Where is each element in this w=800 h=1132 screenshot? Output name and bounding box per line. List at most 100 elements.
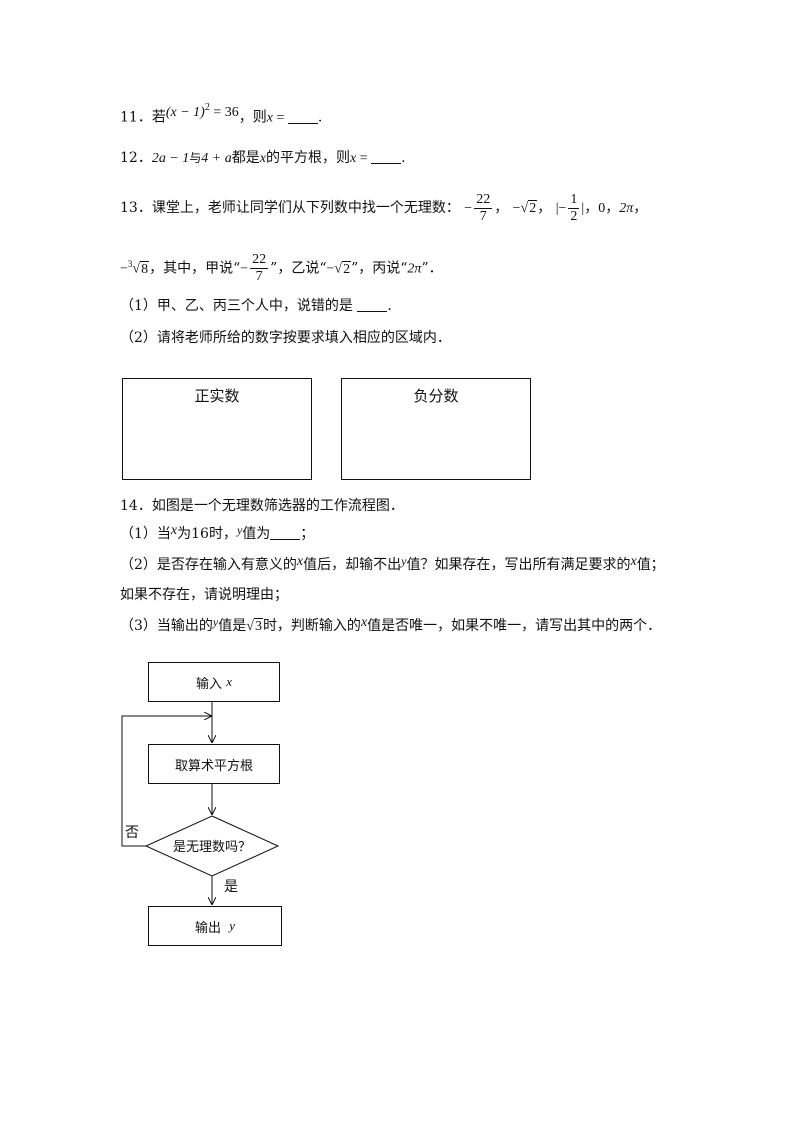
sqrt-3: √3: [246, 618, 263, 634]
text: ；: [300, 526, 315, 542]
text: （2）请将老师所给的数字按要求填入相应的区域内．: [120, 330, 451, 346]
question-14-sub-3: （3）当输出的y值是√3时，判断输入的x值是否唯一，如果不唯一，请写出其中的两个…: [120, 615, 661, 637]
question-14-sub-2: （2）是否存在输入有意义的x值后，却输不出y值？如果存在，写出所有满足要求的x值…: [120, 554, 665, 576]
fraction-denominator: 7: [255, 269, 263, 285]
math-var: x: [296, 554, 304, 569]
fraction-numerator: 22: [474, 191, 493, 209]
root-index: 3: [127, 259, 133, 269]
abs-open: |: [555, 201, 559, 216]
text: 值后，却输不出: [303, 557, 402, 573]
math-eq: =: [356, 151, 372, 166]
text: 时，判断输入的: [262, 618, 361, 634]
radicand: 3: [253, 618, 263, 634]
decision-label: 是无理数吗？: [172, 840, 251, 855]
step-label: 取算术平方根: [174, 758, 253, 774]
text: .: [401, 150, 406, 166]
question-number: 12．: [120, 150, 152, 166]
radicand: 8: [140, 260, 150, 277]
math-var: x: [170, 523, 178, 538]
math-expr: 4 + a: [201, 151, 232, 166]
text: ，则: [238, 109, 267, 126]
flowchart-no-label: 否: [125, 822, 139, 842]
sqrt-2: √2: [520, 200, 538, 216]
flowchart-decision-label: 是无理数吗？: [146, 836, 278, 855]
answer-blank[interactable]: [270, 525, 301, 540]
math-expr: 2a − 1: [151, 151, 190, 166]
yes-label: 是: [224, 879, 238, 895]
fraction-denominator: 2: [570, 208, 578, 224]
math-var: y: [401, 554, 407, 568]
abs-close: |: [581, 201, 585, 216]
radicand: 2: [342, 260, 352, 277]
separator: ，: [494, 200, 509, 216]
text: .: [387, 298, 392, 314]
math-eq: =: [272, 110, 288, 126]
fraction-numerator: 22: [250, 252, 269, 270]
negative-fraction-box[interactable]: 负分数: [341, 378, 531, 480]
positive-real-box[interactable]: 正实数: [122, 378, 312, 480]
flowchart-sqrt-box: 取算术平方根: [148, 744, 280, 784]
flowchart-output-box: 输出 y: [148, 906, 282, 946]
text: 值？如果存在，写出所有满足要求的: [406, 557, 631, 573]
math-var: x: [349, 151, 357, 166]
text: 如图是一个无理数筛选器的工作流程图．: [151, 498, 404, 514]
text: .: [317, 109, 323, 126]
answer-blank[interactable]: [287, 109, 318, 124]
math-sign: −: [558, 201, 567, 216]
text: ”，丙说“: [351, 260, 408, 277]
separator: ，: [537, 200, 552, 216]
math-sign: −: [512, 201, 521, 216]
flowchart-yes-label: 是: [224, 876, 238, 896]
math-exponent: 2: [204, 102, 210, 113]
radicand: 2: [528, 200, 538, 216]
output-label: 输出: [194, 920, 221, 936]
answer-blank[interactable]: [357, 297, 388, 312]
number-zero: 0: [598, 201, 606, 216]
text: 课堂上，老师让同学们从下列数中找一个无理数：: [151, 200, 460, 216]
math-var: y: [236, 523, 243, 537]
text: ，其中，甲说“: [149, 260, 241, 277]
math-sign: −: [240, 261, 249, 277]
question-12: 12．2a − 1与4 + a都是x的平方根，则x = .: [120, 148, 406, 169]
math-expr: = 36: [209, 104, 239, 120]
math-var: x: [266, 110, 273, 126]
question-number: 14．: [120, 498, 152, 514]
text: （1）甲、乙、丙三个人中，说错的是: [120, 298, 358, 314]
math-sign: −: [464, 201, 473, 216]
text: 值是: [218, 618, 247, 634]
question-14-sub-1: （1）当x为16时，y值为 ；: [120, 523, 315, 545]
text: 如果不存在，请说明理由；: [120, 587, 288, 603]
text: ”．: [421, 260, 443, 277]
separator: ，: [605, 200, 620, 216]
math-var: x: [630, 554, 637, 569]
math-sign: −: [326, 261, 335, 277]
text: 值为: [242, 526, 271, 542]
answer-blank[interactable]: [371, 149, 402, 164]
text: （3）当输出的: [120, 618, 213, 634]
question-14-sub-2-line-2: 如果不存在，请说明理由；: [120, 585, 288, 605]
fraction-numerator: 1: [568, 191, 580, 209]
text: 与: [189, 151, 202, 165]
question-13-sub-1: （1）甲、乙、丙三个人中，说错的是 .: [120, 296, 392, 316]
question-number: 13．: [120, 200, 152, 216]
input-label: 输入: [196, 676, 223, 692]
flowchart-input-box: 输入 x: [148, 662, 280, 702]
number-2pi: 2π: [619, 201, 634, 216]
math-var: x: [259, 151, 266, 166]
no-label: 否: [125, 825, 139, 841]
separator: ，: [633, 200, 648, 216]
math-var: x: [360, 615, 368, 630]
negative-fraction-box-title: 负分数: [413, 387, 459, 405]
text: 为16时，: [177, 526, 237, 542]
text: （1）当: [120, 526, 171, 542]
question-13-sub-2: （2）请将老师所给的数字按要求填入相应的区域内．: [120, 328, 451, 348]
output-var: y: [229, 918, 236, 933]
cbrt-8: √8: [132, 260, 150, 277]
input-var: x: [226, 674, 232, 689]
question-11: 11．若(x − 1)2 = 36，则x = .: [120, 102, 323, 129]
